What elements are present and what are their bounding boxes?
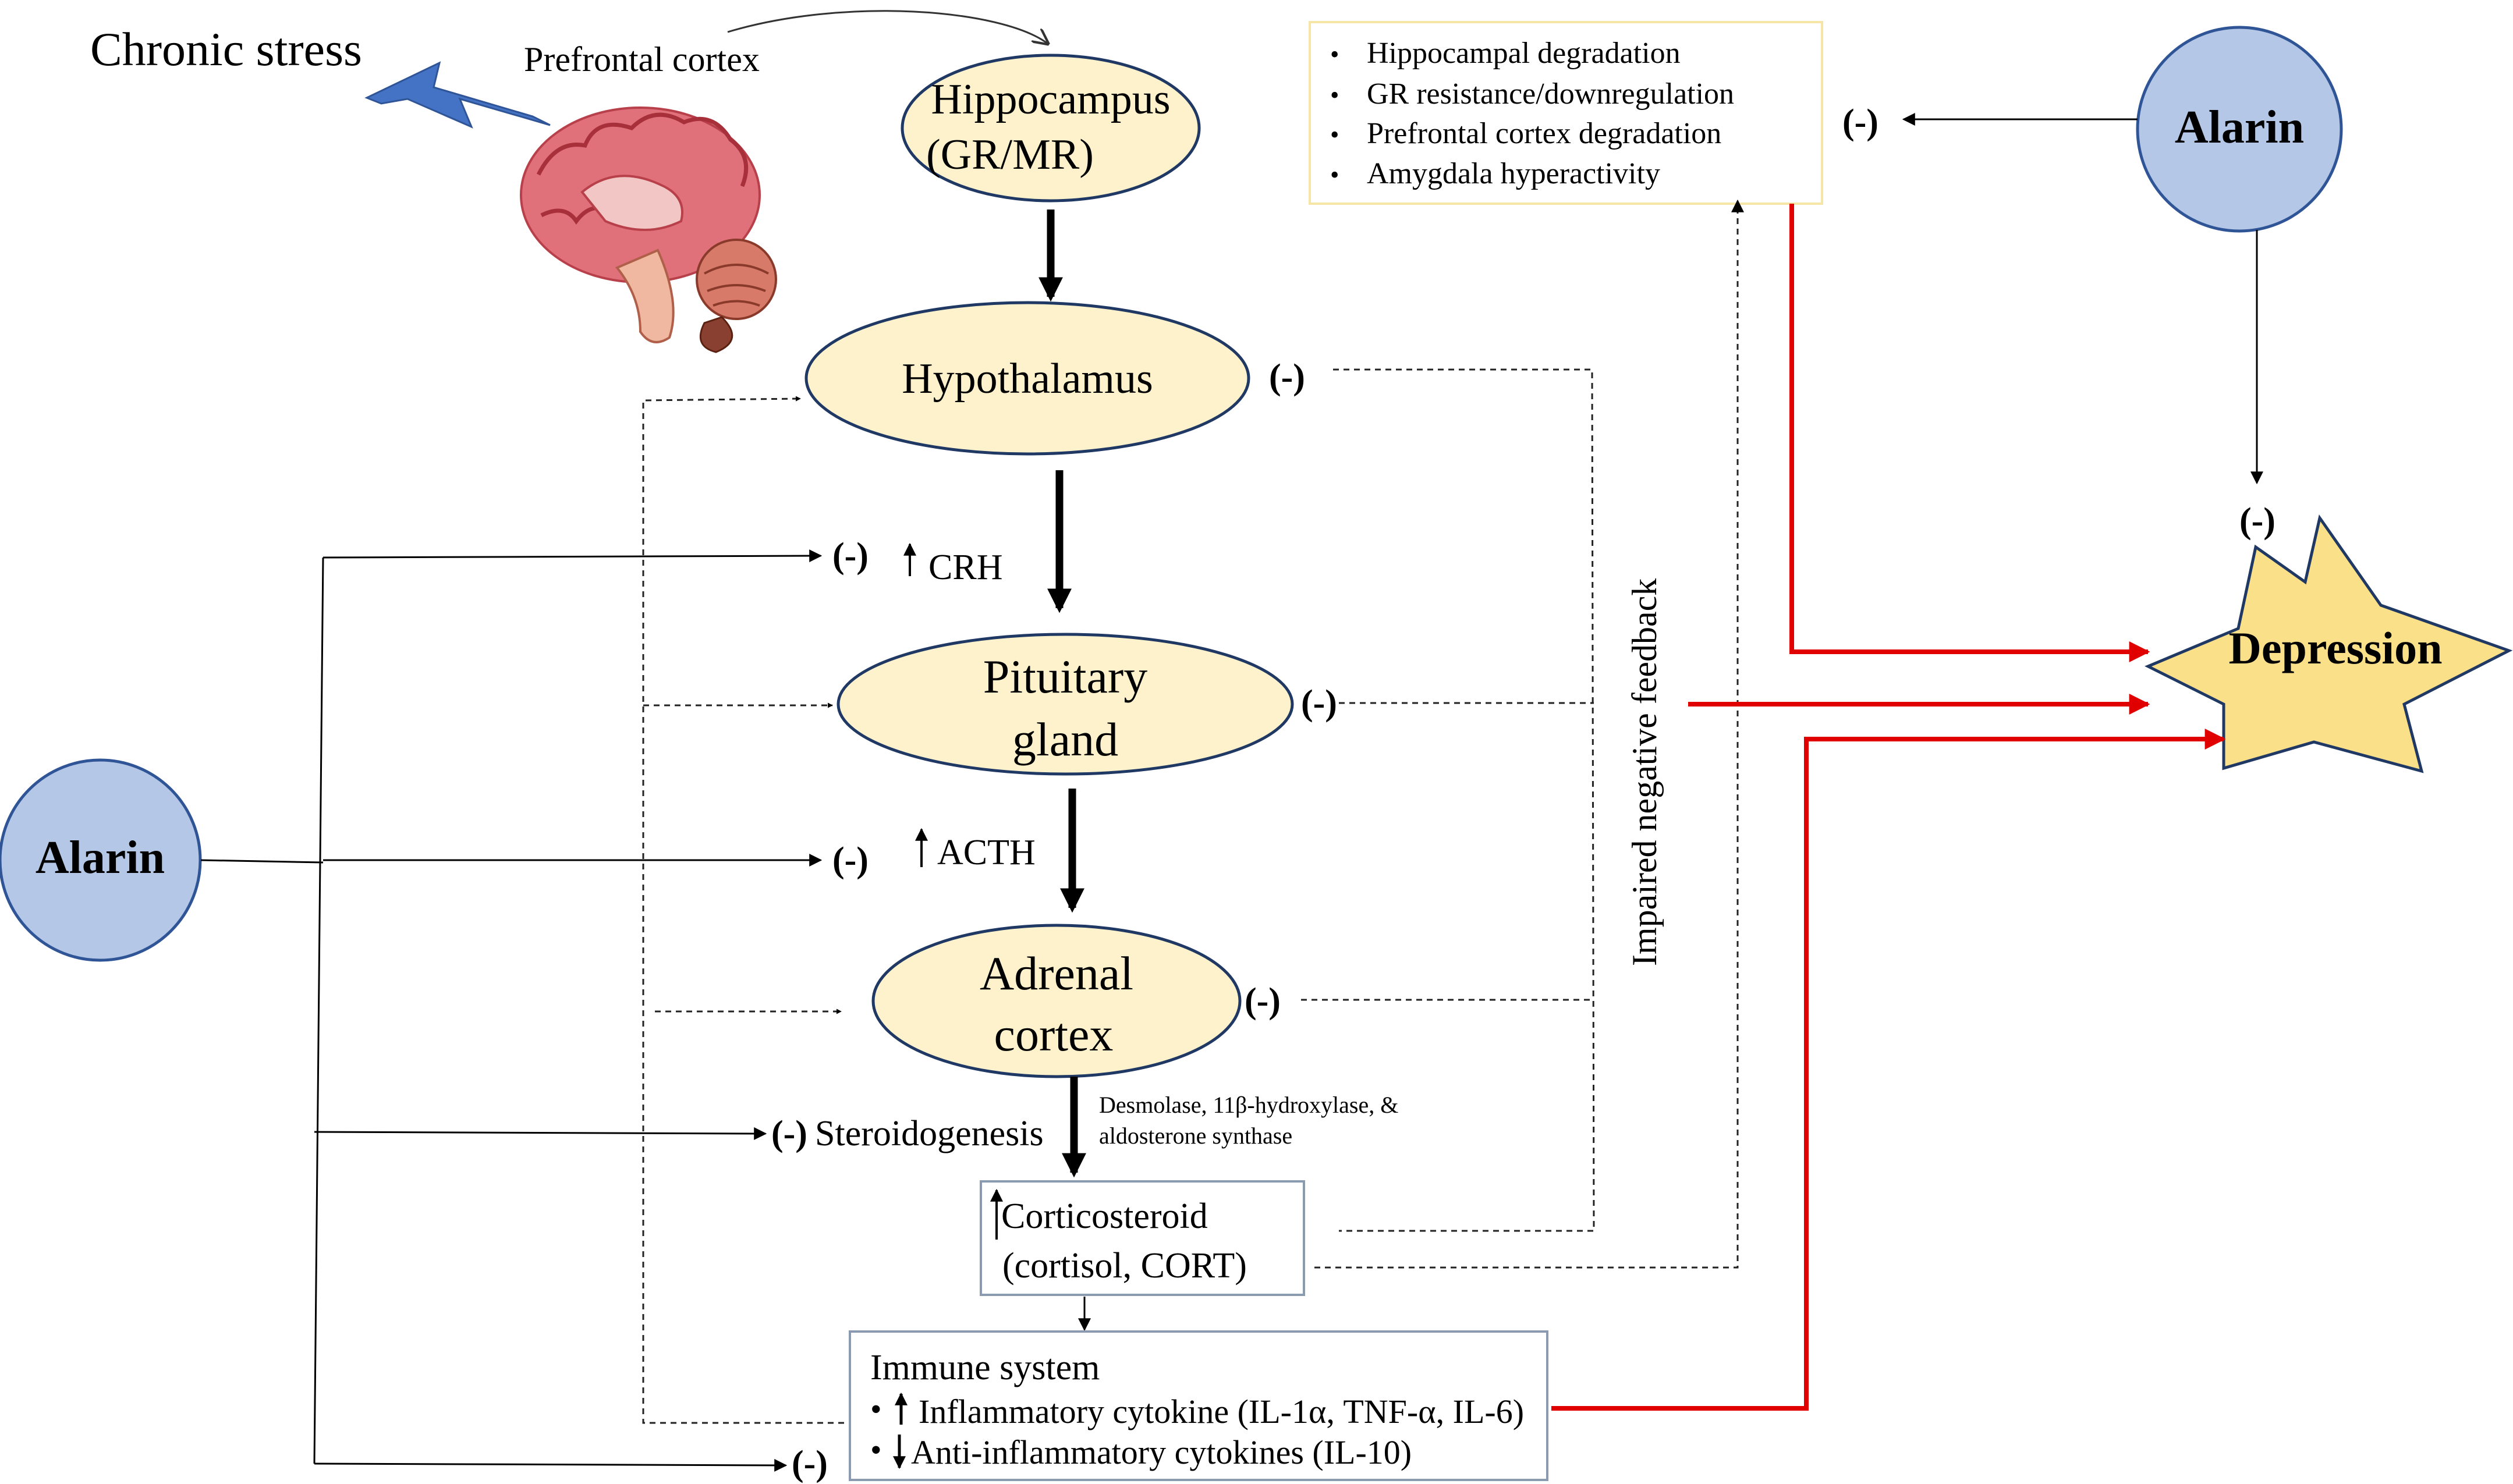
- bullet-icon: •: [1330, 81, 1339, 109]
- inhibition-steroidogenesis-label: (-): [771, 1114, 807, 1153]
- hippocampus-label: Hippocampus: [931, 76, 1170, 123]
- acth-label: ACTH: [937, 833, 1036, 872]
- alarin-left-node: [0, 758, 202, 962]
- depression-node: [2145, 514, 2513, 773]
- bullet-icon: •: [870, 1391, 882, 1428]
- enzymes-label-2: aldosterone synthase: [1099, 1123, 1292, 1149]
- enzymes-label: Desmolase, 11β-hydroxylase, &: [1099, 1092, 1398, 1118]
- bullet-icon: •: [870, 1432, 882, 1468]
- hypothalamus-node: [804, 301, 1250, 456]
- immune-system-box: [849, 1330, 1548, 1481]
- stress-to-hippocampus-arrow: [727, 10, 1048, 44]
- alarin-to-crh-arrow: [322, 549, 823, 563]
- effect-item: GR resistance/downregulation: [1367, 77, 1734, 111]
- adrenal-label: Adrenal: [980, 947, 1133, 1000]
- inhibition-effects-label: (-): [1842, 102, 1878, 142]
- brain-icon: [520, 106, 777, 353]
- effect-item: Hippocampal degradation: [1367, 37, 1681, 70]
- alarin-left-trunk: [313, 557, 324, 1464]
- depression-label: Depression: [2229, 623, 2443, 673]
- prefrontal-cortex-label: Prefrontal cortex: [524, 40, 760, 79]
- red-depression-arrows: [1551, 204, 2226, 1411]
- pituitary-sublabel: gland: [1012, 713, 1118, 766]
- alarin-right-label: Alarin: [2175, 102, 2304, 153]
- inhibition-acth-label: (-): [832, 840, 869, 880]
- anti-inflammatory-label: Anti-inflammatory cytokines (IL-10): [911, 1433, 1412, 1471]
- bullet-icon: •: [1330, 40, 1339, 69]
- effect-item: Prefrontal cortex degradation: [1367, 117, 1721, 150]
- immune-system-title: Immune system: [870, 1348, 1100, 1387]
- inhibition-immune-label: (-): [792, 1444, 828, 1483]
- pituitary-label: Pituitary: [983, 650, 1147, 703]
- bullet-icon: •: [1330, 161, 1339, 189]
- alarin-left-label: Alarin: [36, 832, 165, 883]
- crh-label: CRH: [928, 548, 1002, 587]
- inhibition-crh-label: (-): [832, 536, 869, 576]
- hippocampus-sublabel: (GR/MR): [926, 131, 1094, 179]
- effects-box: [1309, 21, 1823, 205]
- impaired-feedback-label: Impaired negative feedback: [1625, 578, 1664, 966]
- steroidogenesis-label: Steroidogenesis: [815, 1114, 1044, 1153]
- hypothalamus-label: Hypothalamus: [902, 355, 1153, 403]
- alarin-left-connector: [200, 859, 324, 864]
- right-dashed-feedback: [1301, 199, 1744, 1269]
- adrenal-sublabel: cortex: [994, 1008, 1114, 1061]
- bullet-icon: •: [1330, 120, 1339, 149]
- adrenal-node: [871, 924, 1242, 1078]
- inhibition-depression-label: (-): [2239, 501, 2275, 541]
- chronic-stress-label: Chronic stress: [90, 23, 362, 76]
- alarin-to-steroidogenesis-arrow: [314, 1127, 767, 1140]
- pituitary-node: [837, 633, 1294, 776]
- left-dashed-feedback: [642, 396, 844, 1424]
- corticosteroid-sublabel: (cortisol, CORT): [1002, 1246, 1247, 1286]
- inhibition-adrenal-label: (-): [1245, 981, 1281, 1021]
- hippocampus-node: [901, 54, 1201, 203]
- corticosteroid-box: [980, 1180, 1305, 1296]
- inflammatory-cytokine-label: Inflammatory cytokine (IL-1α, TNF-α, IL-…: [919, 1393, 1524, 1430]
- alarin-to-immune-arrow: [314, 1458, 788, 1472]
- effect-item: Amygdala hyperactivity: [1367, 157, 1660, 190]
- inhibition-pituitary-label: (-): [1301, 683, 1337, 723]
- alarin-right-node: [2136, 26, 2343, 233]
- lightning-icon: [364, 61, 551, 129]
- corticosteroid-label: Corticosteroid: [1001, 1197, 1208, 1236]
- inhibition-hypothalamus-label: (-): [1269, 357, 1305, 397]
